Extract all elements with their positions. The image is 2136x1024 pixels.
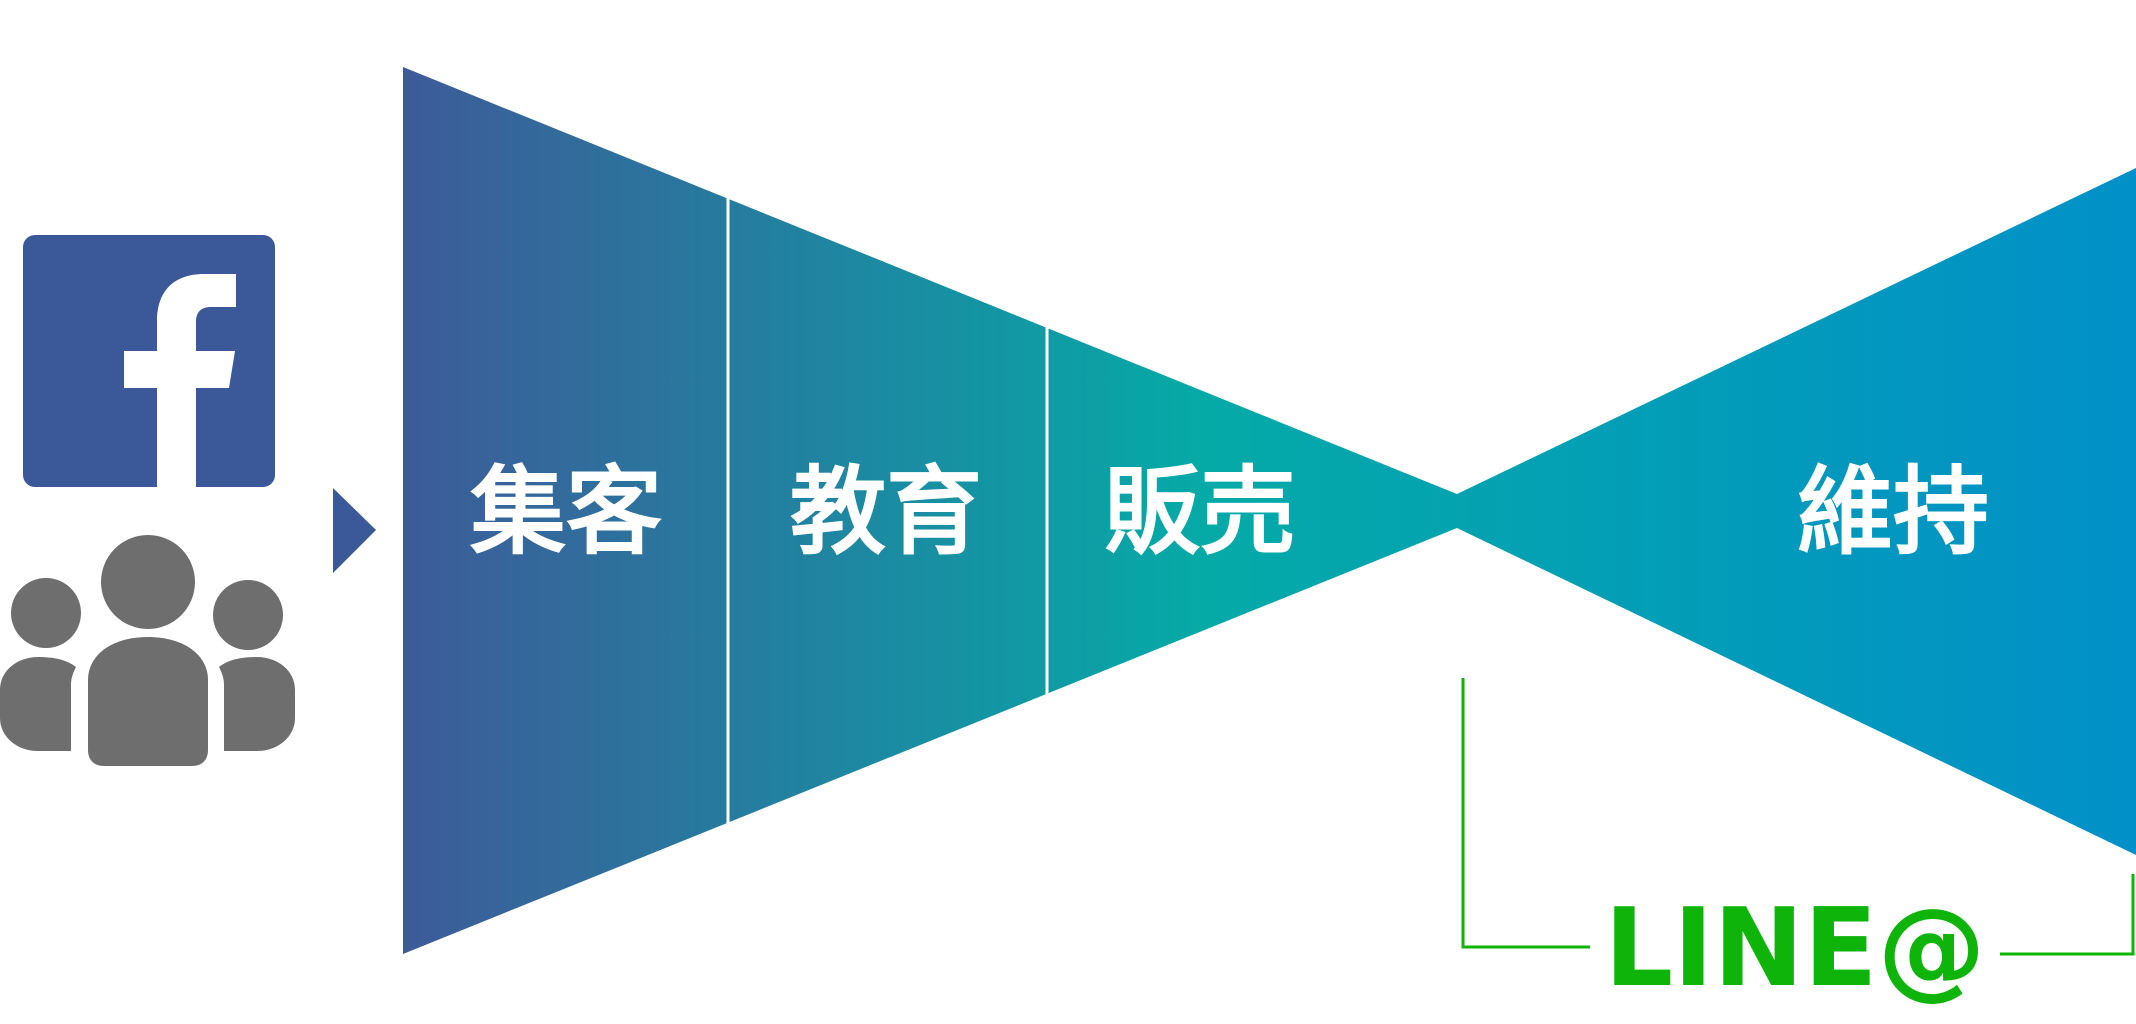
stage-label-retain: 維持 [1797, 456, 1989, 568]
line-at-logo: LINE@ [1604, 886, 1985, 1011]
stage-label-sell: 販売 [1104, 456, 1296, 568]
audience-icon [0, 535, 295, 766]
facebook-icon [23, 235, 275, 487]
funnel-right-shape [1457, 168, 2136, 855]
stage-label-attract: 集客 [469, 456, 662, 568]
funnel-left-shape [403, 67, 1457, 954]
source-arrow-icon [333, 488, 376, 573]
line-at-bracket-right [2000, 874, 2135, 956]
stage-label-educate: 教育 [790, 456, 982, 568]
line-at-bracket-left [1461, 678, 1590, 949]
